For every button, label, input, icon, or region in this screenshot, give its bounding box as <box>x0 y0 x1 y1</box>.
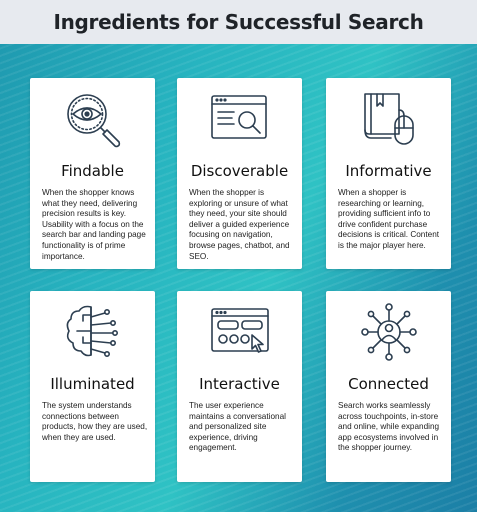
card-description: When the shopper knows what they need, d… <box>42 188 146 261</box>
card-illuminated: Illuminated The system understands conne… <box>30 291 155 482</box>
card-description: The user experience maintains a conversa… <box>189 401 286 453</box>
header-bar: Ingredients for Successful Search <box>0 0 477 44</box>
card-description: When the shopper is exploring or unsure … <box>189 188 290 261</box>
card-description: The system understands connections betwe… <box>42 401 148 442</box>
card-title: Discoverable <box>190 162 289 180</box>
card-description: Search works seamlessly across touchpoin… <box>338 401 440 453</box>
card-title: Interactive <box>199 375 280 393</box>
card-interactive: Interactive The user experience maintain… <box>177 291 302 482</box>
card-title: Connected <box>348 375 429 393</box>
network-person-icon <box>326 301 451 363</box>
card-findable: Findable When the shopper knows what the… <box>30 78 155 269</box>
card-informative: Informative When a shopper is researchin… <box>326 78 451 269</box>
interface-cursor-icon <box>177 301 302 363</box>
card-description: When a shopper is researching or learnin… <box>338 188 440 250</box>
brain-circuit-icon <box>30 301 155 363</box>
card-title: Informative <box>345 162 432 180</box>
book-mouse-icon <box>326 88 451 150</box>
card-connected: Connected Search works seamlessly across… <box>326 291 451 482</box>
card-discoverable: Discoverable When the shopper is explori… <box>177 78 302 269</box>
page-title: Ingredients for Successful Search <box>53 10 424 34</box>
card-title: Findable <box>61 162 124 180</box>
card-title: Illuminated <box>50 375 135 393</box>
browser-search-icon <box>177 88 302 150</box>
magnifier-eye-icon <box>30 88 155 150</box>
